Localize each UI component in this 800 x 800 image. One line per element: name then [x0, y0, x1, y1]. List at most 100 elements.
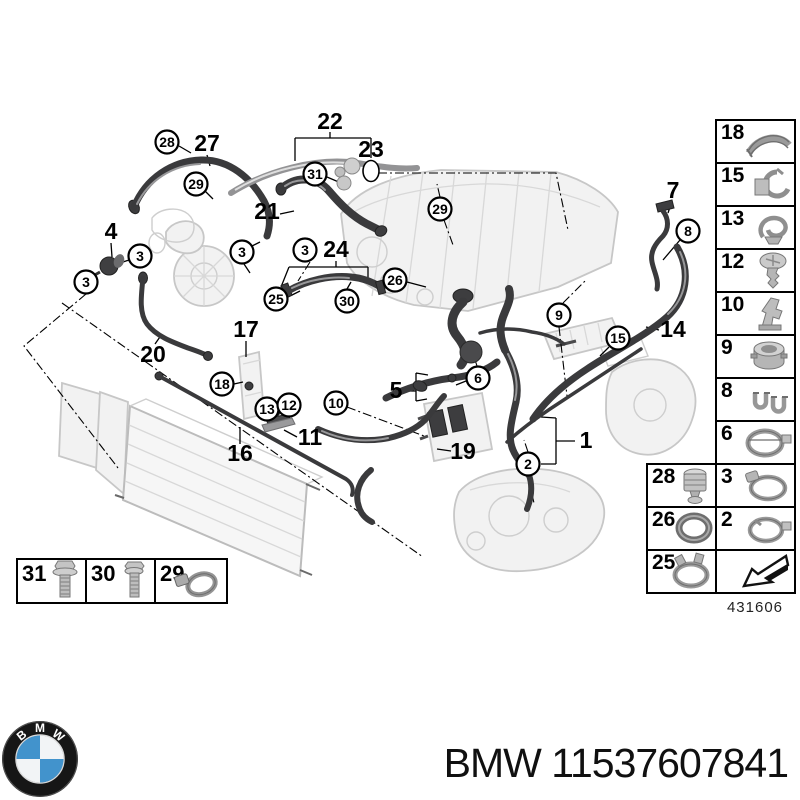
svg-text:15: 15 — [610, 330, 626, 346]
part-number: 6 — [721, 422, 733, 445]
callout-16[interactable]: 16 — [227, 440, 253, 466]
callout-20[interactable]: 20 — [140, 341, 166, 367]
callout-4[interactable]: 4 — [105, 218, 118, 244]
callout-circle-31[interactable]: 31 — [302, 161, 328, 187]
part-number: 31 — [22, 561, 47, 586]
callout-circle-9[interactable]: 9 — [546, 302, 572, 328]
callout-circle-26[interactable]: 26 — [382, 267, 408, 293]
callout-7[interactable]: 7 — [667, 177, 680, 203]
spring-clip-icon — [758, 215, 788, 245]
quick-coupling-icon — [683, 468, 707, 504]
callout-14[interactable]: 14 — [660, 316, 686, 342]
callout-circle-3c[interactable]: 3 — [229, 239, 255, 265]
callout-27[interactable]: 27 — [194, 130, 220, 156]
svg-text:6: 6 — [474, 370, 482, 386]
part-number: 28 — [652, 465, 676, 488]
hose-guide-icon — [745, 134, 792, 158]
svg-text:3: 3 — [301, 242, 309, 258]
part-number: 12 — [721, 250, 745, 273]
bmw-logo: B M W — [1, 720, 79, 800]
sidebar-part-26[interactable]: 26 — [646, 506, 717, 551]
worm-clamp-icon — [174, 571, 218, 598]
gasket-ring-part-23 — [362, 159, 380, 183]
svg-text:10: 10 — [328, 395, 344, 411]
legend-part-30[interactable]: 30 — [85, 558, 156, 604]
callout-circle-25[interactable]: 25 — [263, 286, 289, 312]
callout-5[interactable]: 5 — [390, 377, 403, 403]
svg-text:31: 31 — [307, 166, 323, 182]
callout-11[interactable]: 11 — [298, 424, 323, 450]
callout-circle-12[interactable]: 12 — [276, 392, 302, 418]
plain-callouts: 22 23 27 21 4 24 20 17 16 11 5 19 1 7 14 — [105, 108, 686, 466]
callout-circle-18[interactable]: 18 — [209, 371, 235, 397]
callout-circle-6[interactable]: 6 — [465, 365, 491, 391]
expanding-rivet-icon — [759, 252, 787, 289]
sidebar-part-28[interactable]: 28 — [646, 463, 717, 508]
svg-text:3: 3 — [136, 248, 144, 264]
callout-circle-10[interactable]: 10 — [323, 390, 349, 416]
sidebar-direction-cell[interactable] — [715, 549, 796, 594]
callout-1[interactable]: 1 — [580, 427, 593, 453]
flange-bolt-icon — [52, 560, 78, 598]
svg-text:9: 9 — [555, 307, 563, 323]
callout-circle-28[interactable]: 28 — [154, 129, 180, 155]
part-number: 9 — [721, 336, 733, 359]
retaining-clip-icon — [754, 167, 791, 199]
sidebar-part-2[interactable]: 2 — [715, 506, 796, 551]
callout-circle-8[interactable]: 8 — [675, 218, 701, 244]
ear-clamp-icon — [747, 516, 792, 544]
callout-circle-29b[interactable]: 29 — [427, 196, 453, 222]
part-number: 8 — [721, 379, 733, 402]
sidebar-part-9[interactable]: 9 — [715, 334, 796, 379]
part-number: 25 — [652, 551, 676, 574]
callout-circle-2[interactable]: 2 — [515, 451, 541, 477]
callout-circle-3d[interactable]: 3 — [292, 237, 318, 263]
callout-circle-30[interactable]: 30 — [334, 288, 360, 314]
bmw-roundel-icon: B M W — [2, 721, 78, 797]
radiator-ghost — [58, 381, 324, 578]
sidebar-part-12[interactable]: 12 — [715, 248, 796, 293]
legend-part-29[interactable]: 29 — [154, 558, 228, 604]
part-number: 3 — [721, 465, 733, 488]
sidebar-part-15[interactable]: 15 — [715, 162, 796, 207]
part-number-title: BMW 11537607841 — [443, 740, 789, 786]
callout-19[interactable]: 19 — [450, 438, 476, 464]
callout-circle-29[interactable]: 29 — [183, 171, 209, 197]
callout-17[interactable]: 17 — [233, 316, 259, 342]
water-pump-ghost — [148, 208, 235, 307]
sidebar-part-10[interactable]: 10 — [715, 291, 796, 336]
callout-circle-3a[interactable]: 3 — [127, 243, 153, 269]
svg-text:2: 2 — [524, 456, 532, 472]
sidebar-part-13[interactable]: 13 — [715, 205, 796, 250]
sidebar-part-25[interactable]: 25 — [646, 549, 717, 594]
svg-text:29: 29 — [188, 176, 204, 192]
svg-text:29: 29 — [432, 201, 448, 217]
callout-22[interactable]: 22 — [317, 108, 343, 134]
spring-band-clamp-icon — [672, 552, 710, 589]
svg-text:8: 8 — [684, 223, 692, 239]
callout-21[interactable]: 21 — [254, 198, 280, 224]
worm-clamp-icon — [745, 470, 788, 502]
legend-part-31[interactable]: 31 — [16, 558, 87, 604]
holder-clip-icon — [758, 297, 783, 331]
callout-circle-13[interactable]: 13 — [254, 396, 280, 422]
svg-text:28: 28 — [159, 134, 175, 150]
sidebar-part-6[interactable]: 6 — [715, 420, 796, 465]
callout-circle-15[interactable]: 15 — [605, 325, 631, 351]
sidebar-part-18[interactable]: 18 — [715, 119, 796, 164]
callout-23[interactable]: 23 — [358, 136, 384, 162]
part-number: 10 — [721, 293, 745, 316]
sidebar-part-3[interactable]: 3 — [715, 463, 796, 508]
svg-text:12: 12 — [281, 397, 297, 413]
callout-24[interactable]: 24 — [323, 236, 349, 262]
sidebar-part-8[interactable]: 8 — [715, 377, 796, 422]
svg-text:3: 3 — [82, 274, 90, 290]
svg-text:30: 30 — [339, 293, 355, 309]
svg-text:3: 3 — [238, 244, 246, 260]
hose-clamp-icon — [745, 428, 792, 458]
diagram-code: 431606 — [726, 599, 784, 616]
callout-circle-3b[interactable]: 3 — [73, 269, 99, 295]
part-number: 13 — [721, 207, 745, 230]
